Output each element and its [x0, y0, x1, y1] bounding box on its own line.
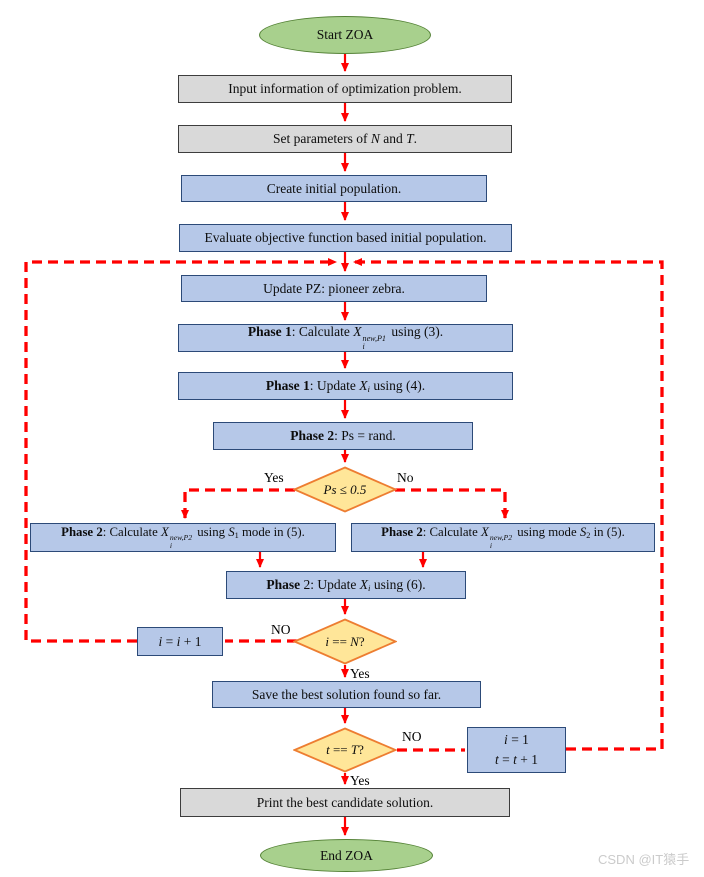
create-population-step: Create initial population. [181, 175, 487, 202]
phase2-ps-step: Phase 2: Ps = rand. [213, 422, 473, 450]
edge-pscheck-yes-to-calcs1 [181, 488, 295, 519]
t-decision: t == T? [293, 727, 397, 773]
update-pz-label: Update PZ: pioneer zebra. [263, 280, 405, 296]
ps-decision: Ps ≤ 0.5 [293, 466, 397, 513]
save-best-label: Save the best solution found so far. [251, 686, 442, 702]
save-best-step: Save the best solution found so far. [212, 681, 481, 708]
end-label: End ZOA [320, 847, 373, 863]
reset-counters-line1: i = 1 [504, 731, 529, 747]
ps-yes-label: Yes [264, 470, 284, 485]
i-decision-label: i == N? [325, 633, 365, 649]
edge-reset-loop-to-junction [353, 258, 664, 751]
input-info-step: Input information of optimization proble… [178, 75, 512, 103]
reset-counters-step: i = 1 t = t + 1 [467, 727, 566, 773]
i-decision-shape [293, 618, 397, 665]
edge-pscheck-no-to-calcs2 [395, 488, 509, 519]
set-params-label: Set parameters of N and T. [273, 131, 417, 146]
t-yes-label: Yes [350, 773, 370, 788]
end-terminator: End ZOA [260, 839, 433, 872]
csdn-watermark: CSDN @IT猿手 [598, 852, 690, 867]
phase2-update-step: Phase 2: Update Xi using (6). [226, 571, 466, 599]
t-decision-shape [293, 727, 397, 773]
start-label: Start ZOA [316, 27, 374, 42]
evaluate-objective-label: Evaluate objective function based initia… [204, 230, 487, 245]
i-decision: i == N? [293, 618, 397, 665]
i-yes-label: Yes [350, 666, 370, 681]
create-population-label: Create initial population. [266, 180, 402, 196]
t-decision-label: t == T? [326, 742, 364, 757]
print-best-label: Print the best candidate solution. [256, 794, 434, 810]
phase1-update-step: Phase 1: Update Xi using (4). [178, 372, 513, 400]
update-pz-step: Update PZ: pioneer zebra. [181, 275, 487, 302]
phase1-update-label: Phase 1: Update Xi using (4). [265, 377, 426, 395]
set-params-step: Set parameters of N and T. [178, 125, 512, 153]
start-terminator: Start ZOA [259, 16, 431, 54]
t-no-label: NO [402, 729, 422, 744]
ps-decision-shape [293, 466, 397, 513]
input-info-label: Input information of optimization proble… [228, 81, 462, 96]
i-increment-label: i = i + 1 [158, 633, 202, 649]
evaluate-objective-step: Evaluate objective function based initia… [179, 224, 512, 252]
i-no-label: NO [271, 622, 291, 637]
phase2-update-label: Phase 2: Update Xi using (6). [266, 576, 426, 594]
print-best-step: Print the best candidate solution. [180, 788, 510, 817]
edge-increment-loop-to-junction [24, 258, 337, 643]
ps-decision-label: Ps ≤ 0.5 [323, 481, 367, 497]
i-increment-step: i = i + 1 [137, 627, 223, 656]
reset-counters-line2: t = t + 1 [494, 752, 539, 767]
phase2-ps-label: Phase 2: Ps = rand. [290, 428, 396, 443]
ps-no-label: No [397, 470, 414, 485]
